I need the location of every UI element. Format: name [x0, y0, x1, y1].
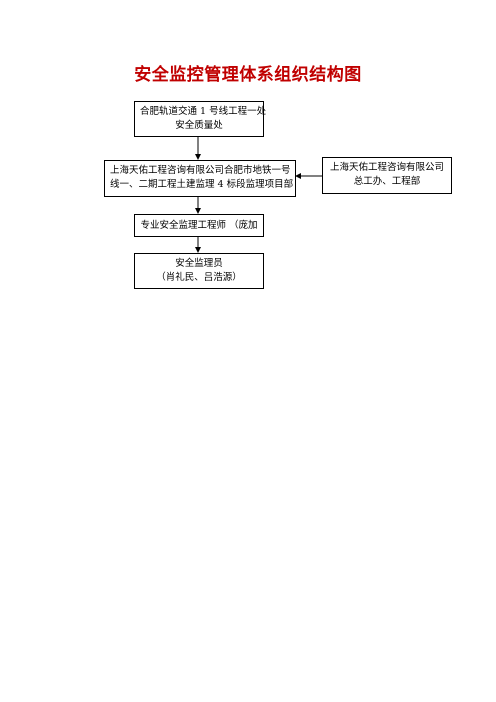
- box-engineer-line-1: 专业安全监理工程师 （庞加: [140, 220, 258, 231]
- box-owner-line-2: 安全质量处: [175, 120, 223, 131]
- box-owner-line-1: 合肥轨道交通 1 号线工程一处: [140, 106, 267, 117]
- box-project-line-1: 上海天佑工程咨询有限公司合肥市地铁一号: [110, 165, 291, 176]
- chart-title: 安全监控管理体系组织结构图: [134, 65, 362, 85]
- box-engineer: 专业安全监理工程师 （庞加: [134, 214, 264, 237]
- box-owner: 合肥轨道交通 1 号线工程一处 安全质量处: [134, 101, 267, 137]
- box-project-line-2: 线一、二期工程土建监理 4 标段监理项目部: [110, 179, 294, 190]
- box-inspector: 安全监理员 （肖礼民、吕浩源）: [134, 253, 264, 289]
- box-hq-line-2: 总工办、工程部: [353, 176, 421, 187]
- box-hq-line-1: 上海天佑工程咨询有限公司: [329, 162, 444, 173]
- box-inspector-line-2: （肖礼民、吕浩源）: [156, 272, 242, 283]
- box-inspector-line-1: 安全监理员: [175, 258, 223, 269]
- box-project: 上海天佑工程咨询有限公司合肥市地铁一号 线一、二期工程土建监理 4 标段监理项目…: [104, 160, 296, 197]
- box-hq: 上海天佑工程咨询有限公司 总工办、工程部: [322, 157, 452, 194]
